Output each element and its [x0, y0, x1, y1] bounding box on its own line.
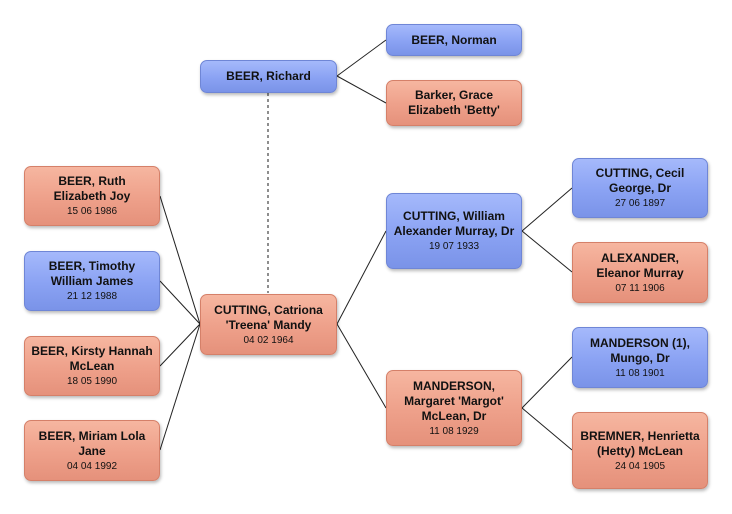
person-name: BEER, Ruth Elizabeth Joy [53, 174, 131, 203]
connector-line [159, 323, 201, 451]
person-node-henrietta[interactable]: BREMNER, Henrietta (Hetty) McLean 24 04 … [572, 412, 708, 489]
person-date: 21 12 1988 [66, 291, 118, 302]
connector-line [159, 280, 201, 325]
connector-line [159, 195, 201, 325]
person-date: 18 05 1990 [66, 376, 118, 387]
person-node-catriona[interactable]: CUTTING, Catriona 'Treena' Mandy 04 02 1… [200, 294, 337, 355]
person-name: CUTTING, Cecil George, Dr [595, 166, 685, 195]
person-node-cecil[interactable]: CUTTING, Cecil George, Dr 27 06 1897 [572, 158, 708, 218]
person-node-richard[interactable]: BEER, Richard [200, 60, 337, 93]
person-name: Barker, Grace Elizabeth 'Betty' [408, 88, 500, 117]
person-name: BEER, Miriam Lola Jane [38, 428, 146, 458]
person-name: BEER, Richard [226, 69, 311, 83]
person-node-grace[interactable]: Barker, Grace Elizabeth 'Betty' [386, 80, 522, 126]
person-date: 24 04 1905 [614, 460, 666, 472]
person-date: 27 06 1897 [614, 198, 666, 209]
person-name: CUTTING, Catriona 'Treena' Mandy [214, 302, 323, 332]
person-node-miriam[interactable]: BEER, Miriam Lola Jane 04 04 1992 [24, 420, 160, 481]
person-node-eleanor[interactable]: ALEXANDER, Eleanor Murray 07 11 1906 [572, 242, 708, 303]
person-name: BREMNER, Henrietta (Hetty) McLean [580, 428, 700, 458]
connector-line [521, 356, 573, 409]
connector-line [336, 39, 387, 77]
person-node-norman[interactable]: BEER, Norman [386, 24, 522, 56]
person-node-kirsty[interactable]: BEER, Kirsty Hannah McLean 18 05 1990 [24, 336, 160, 396]
person-name: ALEXANDER, Eleanor Murray [596, 250, 684, 280]
connector-line [521, 230, 573, 273]
person-date: 04 04 1992 [66, 460, 118, 472]
person-name: BEER, Kirsty Hannah McLean [31, 344, 153, 373]
person-node-mungo[interactable]: MANDERSON (1), Mungo, Dr 11 08 1901 [572, 327, 708, 388]
person-name: BEER, Norman [411, 32, 497, 47]
person-date: 11 08 1901 [615, 367, 665, 379]
person-name: BEER, Timothy William James [48, 259, 136, 288]
person-date: 07 11 1906 [615, 282, 665, 294]
connector-line [521, 407, 573, 451]
person-date: 04 02 1964 [243, 334, 294, 346]
connector-line [336, 75, 387, 104]
person-name: CUTTING, William Alexander Murray, Dr [393, 209, 515, 238]
connector-line [159, 323, 201, 367]
person-date: 19 07 1933 [428, 241, 480, 252]
person-date: 15 06 1986 [66, 206, 118, 217]
connector-line [336, 323, 387, 409]
person-name: MANDERSON (1), Mungo, Dr [589, 335, 690, 365]
person-node-timothy[interactable]: BEER, Timothy William James 21 12 1988 [24, 251, 160, 311]
person-node-william[interactable]: CUTTING, William Alexander Murray, Dr 19… [386, 193, 522, 269]
person-node-margaret[interactable]: MANDERSON, Margaret 'Margot' McLean, Dr … [386, 370, 522, 446]
person-node-ruth[interactable]: BEER, Ruth Elizabeth Joy 15 06 1986 [24, 166, 160, 226]
connector-line [336, 230, 387, 325]
person-name: MANDERSON, Margaret 'Margot' McLean, Dr [404, 378, 504, 423]
person-date: 11 08 1929 [429, 425, 479, 437]
connector-line [521, 187, 573, 232]
